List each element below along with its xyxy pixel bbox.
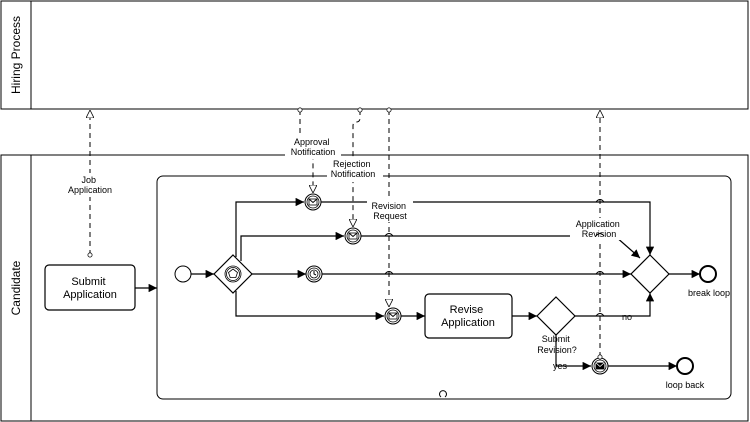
- job-application-label-1: Job: [81, 175, 96, 185]
- svg-text:Revision Request: Revision Request: [371, 201, 408, 221]
- message-flow-job-application: Job Application: [62, 110, 118, 255]
- break-loop-label: break loop: [688, 288, 730, 298]
- svg-text:Submit Revision?: Submit Revision?: [537, 334, 577, 355]
- rejection-message-event[interactable]: [344, 227, 362, 245]
- approval-label-2: Notification: [291, 147, 336, 157]
- loop-back-end-event[interactable]: [676, 357, 694, 375]
- revise-application-label-2: Application: [441, 317, 495, 329]
- loop-back-label: loop back: [666, 380, 705, 390]
- svg-text:Job Application: Job Application: [68, 175, 112, 195]
- pool-candidate-label: Candidate: [9, 260, 23, 315]
- submit-application-task[interactable]: Submit Application: [44, 264, 136, 311]
- start-event[interactable]: [174, 265, 192, 283]
- revision-request-label-2: Request: [373, 211, 407, 221]
- svg-text:Revise Application: Revise Application: [441, 304, 495, 329]
- message-flow-revision-request: Revision Request: [367, 110, 413, 307]
- application-revision-label-1: Application: [576, 219, 620, 229]
- flow-gateway-to-approval: [235, 197, 304, 257]
- svg-text:Rejection Notification: Rejection Notification: [331, 159, 376, 179]
- timer-event[interactable]: [305, 265, 323, 283]
- svg-text:Application Revision: Application Revision: [576, 219, 623, 239]
- exclusive-merge-gateway[interactable]: [630, 254, 670, 294]
- application-revision-throw-event[interactable]: [591, 357, 609, 375]
- approval-label-1: Approval: [294, 137, 330, 147]
- break-loop-end-event[interactable]: [699, 265, 717, 283]
- message-flow-rejection-notification: Rejection Notification: [327, 110, 383, 227]
- flow-approval-to-gateway: [321, 201, 655, 255]
- revision-request-message-event[interactable]: [384, 307, 402, 325]
- rejection-label-2: Notification: [331, 169, 376, 179]
- svg-text:Submit Application: Submit Application: [63, 276, 117, 301]
- revision-request-label-1: Revision: [371, 201, 406, 211]
- event-based-gateway[interactable]: [213, 254, 253, 294]
- revise-application-task[interactable]: Revise Application: [424, 293, 513, 339]
- no-label: no: [622, 312, 632, 322]
- flow-yes-to-throw: [555, 335, 591, 371]
- yes-label: yes: [553, 361, 568, 371]
- flow-gateway-to-revision-request: [235, 291, 384, 321]
- pool-hiring-process[interactable]: Hiring Process: [0, 0, 749, 110]
- flow-gateway-to-rejection: [240, 231, 344, 261]
- pool-hiring-process-label: Hiring Process: [9, 16, 23, 94]
- revise-application-label-1: Revise: [450, 304, 484, 316]
- submit-revision-label-2: Revision?: [537, 345, 577, 355]
- svg-text:Approval Notification: Approval Notification: [291, 137, 336, 157]
- rejection-label-1: Rejection: [333, 159, 371, 169]
- message-flow-approval-notification: Approval Notification: [285, 110, 341, 193]
- submit-application-label-2: Application: [63, 289, 117, 301]
- approval-message-event[interactable]: [304, 193, 322, 211]
- submit-application-label-1: Submit: [71, 276, 105, 288]
- job-application-label-2: Application: [68, 185, 112, 195]
- loop-marker-icon: [439, 390, 447, 398]
